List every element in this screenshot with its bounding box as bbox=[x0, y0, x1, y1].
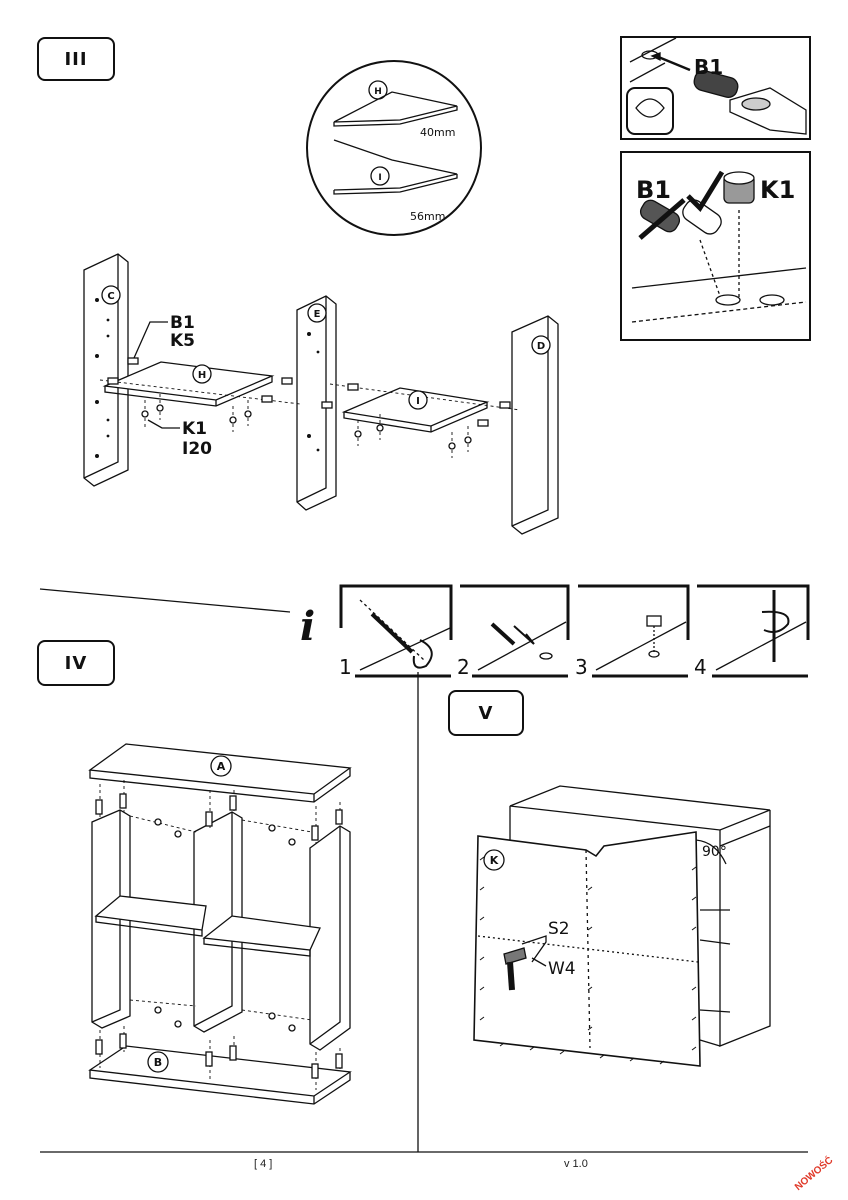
part-e-tag: E bbox=[314, 309, 321, 320]
info-step-4: 4 bbox=[694, 655, 707, 679]
part-b-tag: B bbox=[154, 1056, 162, 1069]
hw-k5-label: K5 bbox=[170, 331, 195, 351]
step-4-label: IV bbox=[37, 640, 115, 686]
step-3-assembly bbox=[83, 253, 559, 535]
step-5-label: V bbox=[448, 690, 524, 736]
info-steps bbox=[339, 584, 810, 678]
part-a-tag: A bbox=[217, 760, 226, 773]
part-h-tag: H bbox=[198, 370, 206, 381]
inset-bottom-k1: K1 bbox=[760, 176, 795, 204]
version-label: v 1.0 bbox=[564, 1158, 588, 1170]
cam-lock-inset bbox=[620, 151, 811, 341]
step-4-assembly bbox=[88, 743, 352, 1105]
part-k-tag: K bbox=[490, 854, 499, 867]
part-i-tag: I bbox=[416, 396, 420, 407]
inset-top-b1: B1 bbox=[694, 55, 723, 79]
detail-h-dim: 40mm bbox=[420, 126, 455, 139]
new-stamp: NOWOŚĆ bbox=[792, 1154, 836, 1193]
part-d-tag: D bbox=[537, 341, 545, 352]
hw-k1-label: K1 bbox=[182, 419, 207, 439]
hw-s2-label: S2 bbox=[548, 919, 570, 939]
info-icon: i bbox=[300, 603, 315, 650]
info-step-1: 1 bbox=[339, 655, 352, 679]
step-5-assembly bbox=[473, 785, 771, 1067]
inset-bottom-b1: B1 bbox=[636, 176, 671, 204]
detail-h-tag: H bbox=[374, 87, 382, 97]
info-step-3: 3 bbox=[575, 655, 588, 679]
detail-i-dim: 56mm bbox=[410, 210, 445, 223]
hw-i20-label: I20 bbox=[182, 439, 212, 459]
step-3-label: III bbox=[37, 37, 115, 81]
hw-b1-label: B1 bbox=[170, 313, 195, 333]
detail-i-tag: I bbox=[378, 173, 381, 183]
part-c-tag: C bbox=[107, 291, 114, 302]
hw-w4-label: W4 bbox=[548, 959, 576, 979]
page-number: [ 4 ] bbox=[254, 1158, 273, 1170]
angle-90-label: 90° bbox=[702, 844, 727, 860]
shelf-depth-detail bbox=[306, 60, 482, 236]
dowel-inset bbox=[620, 36, 811, 140]
info-step-2: 2 bbox=[457, 655, 470, 679]
